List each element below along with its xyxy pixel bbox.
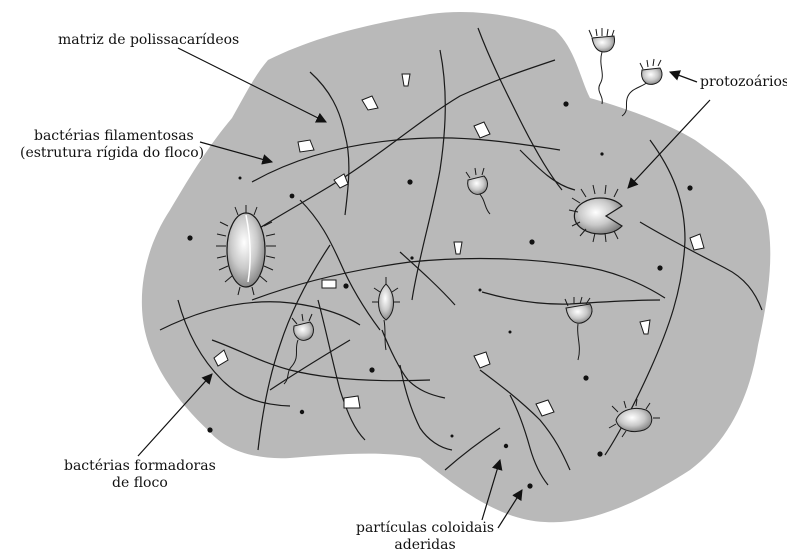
label-coloidais: partículas coloidais aderidas [356,520,494,554]
label-formadoras: bactérias formadoras de floco [64,458,216,492]
label-filamentosas: bactérias filamentosas (estrutura rígida… [20,128,204,162]
protozoan-free-2 [622,59,662,116]
label-matriz: matriz de polissacarídeos [58,32,239,49]
label-protozoarios: protozoários [700,74,787,91]
arrow-protozoarios-1 [670,72,697,82]
protozoan-free-1 [589,28,615,104]
